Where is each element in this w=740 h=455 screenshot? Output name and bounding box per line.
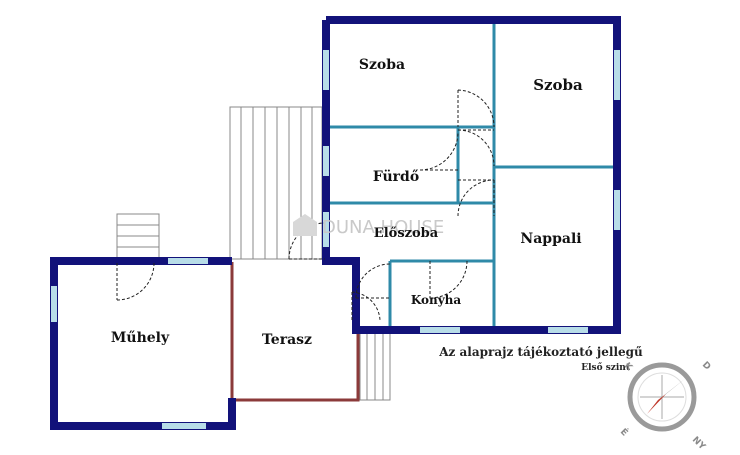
door-nappali	[457, 179, 495, 217]
room-label-nappali: Nappali	[520, 231, 581, 247]
room-label-konyha: Konyha	[411, 293, 462, 307]
doors	[116, 89, 495, 322]
window-szoba-right	[614, 50, 620, 100]
door-muhely	[116, 262, 155, 301]
inner-walls	[330, 24, 614, 327]
compass-icon: D É NY K	[618, 360, 712, 452]
room-label-szoba-2: Szoba	[533, 76, 583, 94]
room-label-szoba-1: Szoba	[359, 57, 405, 73]
terrace-walls	[230, 262, 360, 402]
window-nappali-right	[614, 190, 620, 230]
room-label-eloszoba: Előszoba	[374, 226, 439, 241]
watermark-text: DUNA HOUSE	[322, 217, 444, 238]
room-label-furdo: Fürdő	[373, 169, 419, 185]
window-nappali-bottom	[548, 327, 588, 333]
door-kitchen-side	[355, 263, 391, 299]
disclaimer-note: Az alaprajz tájékoztató jellegű	[438, 345, 643, 359]
compass-letter-e: É	[618, 426, 631, 439]
door-furdo	[419, 131, 459, 171]
door-eloszoba-outer	[288, 222, 326, 260]
outer-walls	[50, 16, 621, 430]
compass-letter-ny: NY	[690, 435, 707, 452]
window-szoba-left	[323, 50, 329, 90]
compass-letter-d: D	[700, 360, 712, 372]
outside-stairs-top	[229, 106, 323, 260]
window-muhely-top	[168, 258, 208, 264]
window-furdo-left	[323, 146, 329, 176]
workshop-stairs	[116, 213, 160, 259]
window-muhely-bottom	[162, 423, 206, 429]
floor-note: Első szint	[581, 362, 631, 373]
room-label-terasz: Terasz	[262, 332, 312, 348]
door-szoba-2	[457, 129, 495, 167]
door-konyha	[429, 260, 468, 299]
window-eloszoba-left	[323, 212, 329, 247]
watermark: DUNA HOUSE	[293, 214, 444, 238]
windows	[51, 50, 620, 429]
room-label-muhely: Műhely	[111, 330, 170, 346]
window-muhely-left	[51, 286, 57, 322]
kitchen-stairs	[359, 329, 391, 401]
door-szoba	[457, 89, 495, 128]
door-terrace	[351, 291, 381, 322]
window-konyha-bottom	[420, 327, 460, 333]
